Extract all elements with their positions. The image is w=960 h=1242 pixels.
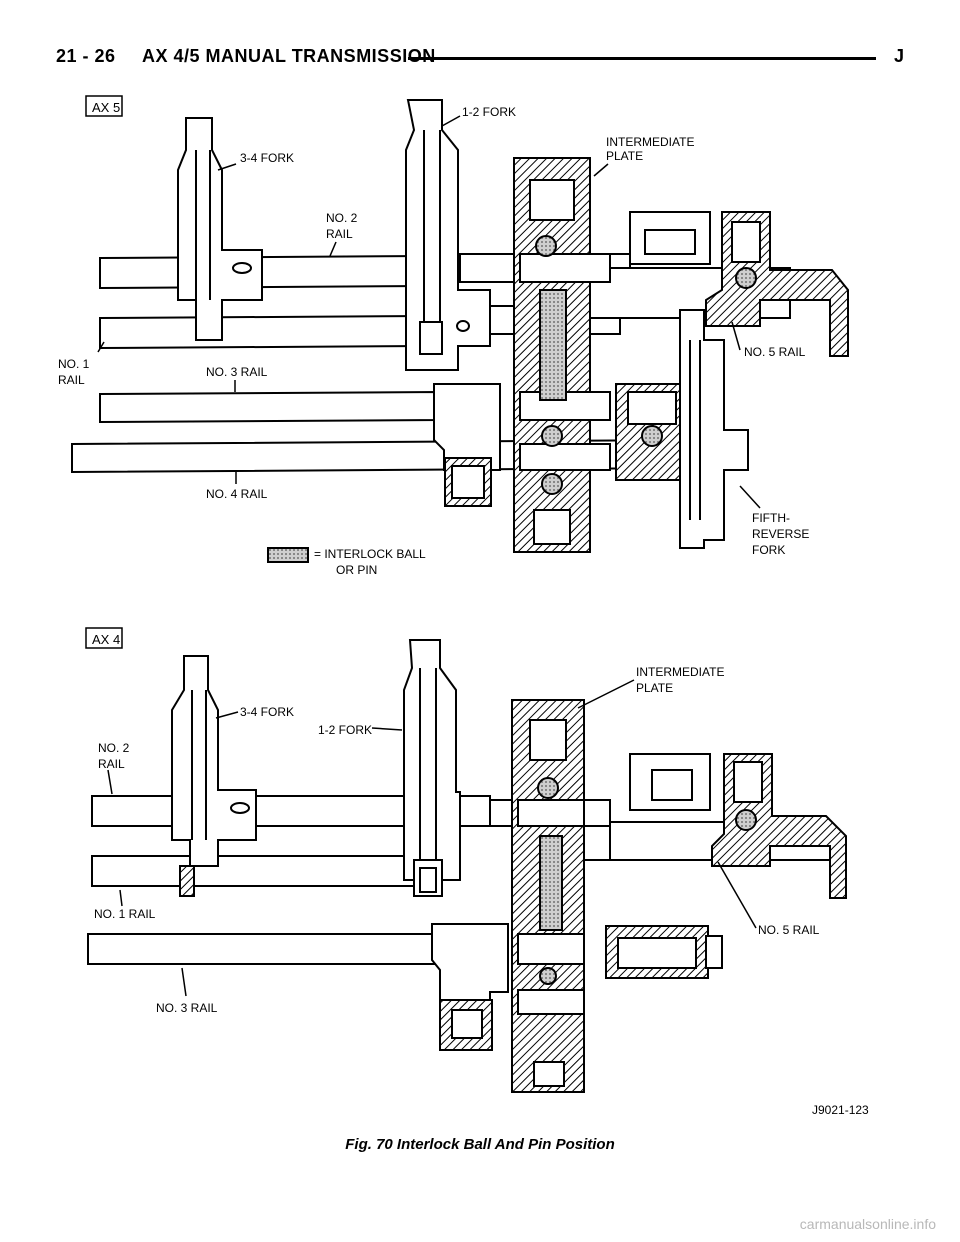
ax4-tag: AX 4	[92, 632, 120, 647]
ax4-label-no2-2: RAIL	[98, 757, 125, 771]
page-number: 21 - 26	[56, 46, 116, 66]
ax5-label-no1-1: NO. 1	[58, 357, 90, 371]
page-header: 21 - 26 AX 4/5 MANUAL TRANSMISSION J	[56, 44, 904, 72]
ax5-legend-swatch	[267, 547, 309, 563]
ax5-label-no2-1: NO. 2	[326, 211, 358, 225]
ax4-label-no3: NO. 3 RAIL	[156, 1001, 218, 1015]
ax4-label-no2-1: NO. 2	[98, 741, 130, 755]
figure-caption: Fig. 70 Interlock Ball And Pin Position	[345, 1136, 615, 1153]
drawing-code: J9021-123	[812, 1103, 869, 1117]
ax5-tag-box	[85, 95, 123, 117]
ax4-no3-rail	[87, 933, 441, 965]
ax5-no3-rail	[99, 390, 441, 424]
ax5-label-plate-2: PLATE	[606, 149, 643, 163]
ax5-label-no1-2: RAIL	[58, 373, 85, 387]
ax5-fork-12	[405, 99, 491, 371]
ax5-legend-text-2: OR PIN	[336, 563, 377, 577]
ax4-label-no1: NO. 1 RAIL	[94, 907, 156, 921]
section-title: AX 4/5 MANUAL TRANSMISSION	[142, 46, 436, 66]
ax4-tag-box	[85, 627, 123, 649]
ax4-diagram: AX 4	[85, 627, 847, 1093]
ax5-fork-34	[177, 117, 263, 341]
ax5-fifth-reverse-fork	[679, 309, 749, 549]
ax4-fork-34	[171, 655, 257, 867]
ax5-label-plate-1: INTERMEDIATE	[606, 135, 694, 149]
ax5-label-fr-2: REVERSE	[752, 527, 809, 541]
ax4-label-plate-1: INTERMEDIATE	[636, 665, 724, 679]
ax4-no1-rail	[91, 855, 441, 887]
ax4-label-fork34: 3-4 FORK	[240, 705, 294, 719]
ax5-no1-rail	[99, 314, 431, 350]
ax5-diagram: AX 5	[58, 95, 849, 577]
ax5-label-fr-1: FIFTH-	[752, 511, 790, 525]
ax5-label-no4: NO. 4 RAIL	[206, 487, 268, 501]
ax5-legend-text-1: = INTERLOCK BALL	[314, 547, 426, 561]
header-rule	[408, 57, 876, 60]
ax4-fork-12	[403, 639, 461, 881]
ax5-label-fr-3: FORK	[752, 543, 785, 557]
ax5-no2-rail	[99, 254, 431, 290]
ax4-label-fork12: 1-2 FORK	[318, 723, 372, 737]
ax5-label-fork12: 1-2 FORK	[462, 105, 516, 119]
ax5-label-fork34: 3-4 FORK	[240, 151, 294, 165]
manual-code: J	[893, 46, 904, 66]
ax5-label-no2-2: RAIL	[326, 227, 353, 241]
interlock-figure: AX 5	[58, 95, 869, 1117]
ax5-label-no3: NO. 3 RAIL	[206, 365, 268, 379]
ax4-label-plate-2: PLATE	[636, 681, 673, 695]
watermark: carmanualsonline.info	[799, 1216, 936, 1232]
ax4-label-no5: NO. 5 RAIL	[758, 923, 820, 937]
ax5-tag: AX 5	[92, 100, 120, 115]
ax5-label-no5: NO. 5 RAIL	[744, 345, 806, 359]
